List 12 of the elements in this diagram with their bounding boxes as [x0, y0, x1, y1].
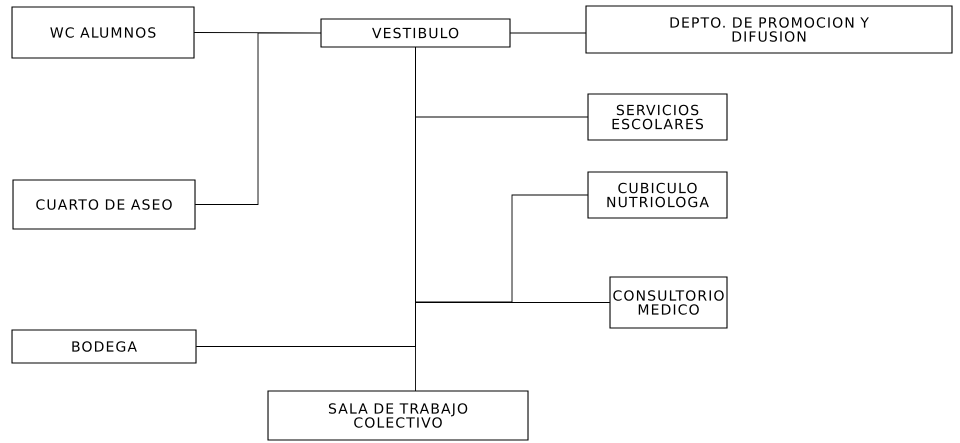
room-box: CONSULTORIO MEDICO [609, 276, 728, 329]
connector-line [415, 47, 416, 391]
room-box: BODEGA [11, 329, 197, 364]
room-box: DEPTO. DE PROMOCION Y DIFUSION [585, 5, 953, 54]
connector-line [510, 32, 586, 34]
connector-line [195, 32, 321, 205]
room-box: CUARTO DE ASEO [12, 179, 196, 230]
room-box: WC ALUMNOS [11, 6, 195, 59]
room-box: CUBICULO NUTRIOLOGA [587, 171, 728, 219]
room-box: VESTIBULO [320, 18, 511, 48]
room-box: SERVICIOS ESCOLARES [587, 93, 728, 141]
room-box: SALA DE TRABAJO COLECTIVO [267, 390, 529, 441]
